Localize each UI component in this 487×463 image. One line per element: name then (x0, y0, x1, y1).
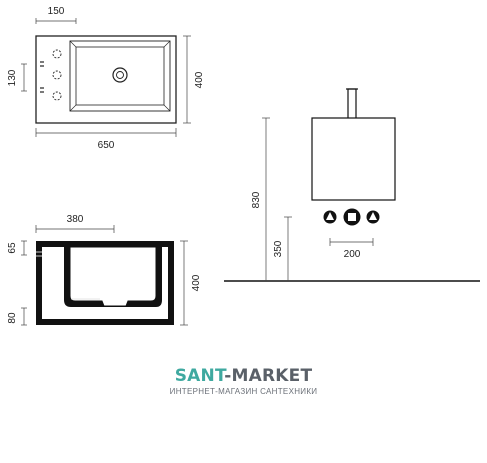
top-view (35, 35, 177, 124)
dim-offset-y-label: 130 (7, 69, 18, 86)
wall-view-dimension-lines (262, 117, 374, 281)
dim-height-total-label: 830 (251, 191, 262, 208)
brand-separator: - (224, 366, 232, 386)
dim-height-taps-label: 350 (273, 240, 284, 257)
tap-hole-icon (52, 91, 62, 101)
tap-hole-icon (52, 49, 62, 59)
dim-depth-label: 400 (194, 71, 205, 88)
section-cavity (42, 247, 168, 319)
dim-top-label: 65 (7, 242, 18, 254)
dim-taps-spacing-label: 200 (344, 249, 361, 260)
dim-width-label: 650 (98, 140, 115, 151)
dim-bottom-label: 80 (7, 312, 18, 324)
brand-name: SANT-MARKET (0, 366, 487, 386)
brand-name-part1: SANT (174, 366, 225, 386)
tap-hole-icon (52, 70, 62, 80)
faucet-icon (347, 88, 357, 120)
dim-inner-label: 380 (67, 214, 84, 225)
dim-offset-x-label: 150 (48, 6, 65, 17)
top-view-basin-inner (75, 46, 165, 106)
top-view-basin-outer (69, 40, 171, 112)
brand-logo: SANT-MARKET ИНТЕРНЕТ-МАГАЗИН САНТЕХНИКИ (0, 366, 487, 396)
wall-installation-view (224, 88, 480, 282)
drain-icon (112, 67, 128, 83)
dim-height-label: 400 (191, 274, 202, 291)
top-view-dimension-lines (21, 18, 191, 137)
brand-tagline: ИНТЕРНЕТ-МАГАЗИН САНТЕХНИКИ (169, 387, 318, 396)
basin-front (311, 117, 396, 201)
side-view-dimension-lines (21, 225, 188, 326)
side-section-view (36, 241, 174, 325)
brand-name-part2: MARKET (231, 366, 313, 386)
top-view-outline (35, 35, 177, 124)
